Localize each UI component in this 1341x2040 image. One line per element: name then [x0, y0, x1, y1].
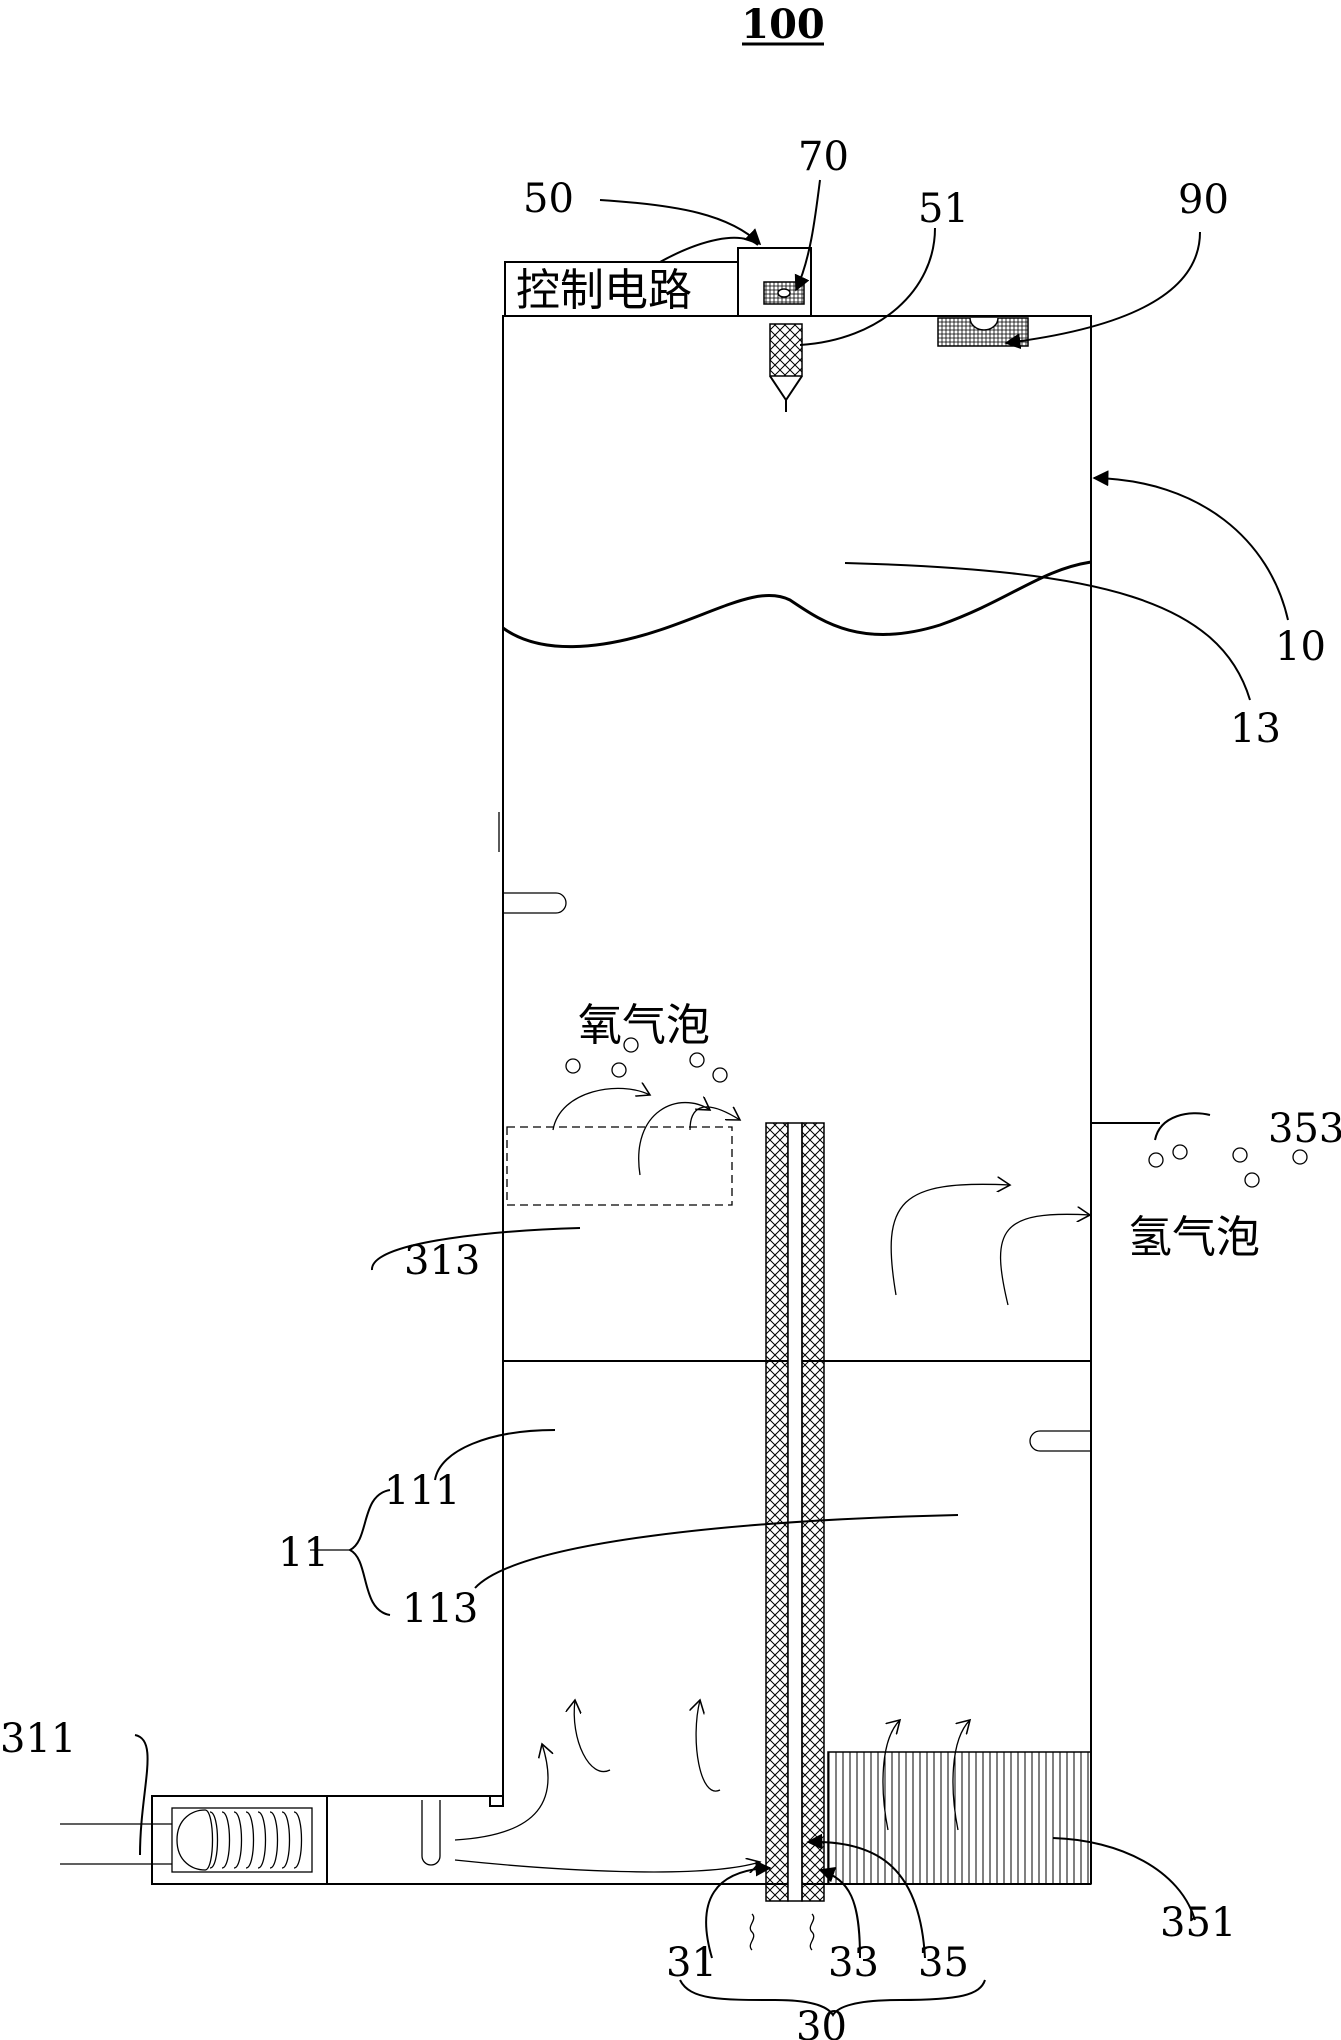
lead-wire-right: [809, 1913, 815, 1951]
element-90-notch: [969, 317, 999, 331]
inlet-probe: [421, 1800, 441, 1866]
label-31: 31: [666, 1940, 717, 1986]
region-313: [506, 1126, 733, 1206]
valve-spring: [209, 1811, 303, 1869]
valve-housing: [737, 247, 812, 317]
electrode-35: [801, 1122, 825, 1902]
electrode-31: [765, 1122, 789, 1902]
label-13: 13: [1230, 706, 1281, 752]
valve-ball: [176, 1809, 214, 1871]
label-35: 35: [918, 1940, 969, 1986]
label-311: 311: [0, 1716, 76, 1762]
block-351: [827, 1751, 1092, 1885]
label-111: 111: [384, 1468, 460, 1514]
lead-wire-left: [749, 1913, 755, 1951]
water-surface: [502, 560, 1092, 649]
membrane-33: [787, 1122, 803, 1902]
label-11: 11: [278, 1530, 329, 1576]
hydrogen-bubbles: [1148, 1144, 1308, 1188]
label-351: 351: [1160, 1900, 1236, 1946]
label-10: 10: [1275, 624, 1326, 670]
label-70: 70: [798, 134, 849, 180]
label-313: 313: [404, 1238, 480, 1284]
label-90: 90: [1178, 177, 1229, 223]
oxygen-bubbles: [565, 1037, 728, 1083]
inlet-valve-inner: [171, 1807, 313, 1873]
label-33: 33: [828, 1940, 879, 1986]
label-353: 353: [1268, 1106, 1341, 1152]
oxygen-bubbles-label: 氧气泡: [578, 1000, 710, 1051]
label-50: 50: [523, 176, 574, 222]
label-30: 30: [796, 2004, 847, 2040]
left-sensor-probe: [503, 892, 567, 914]
inlet-junction: [489, 1796, 504, 1807]
figure-number: 100: [741, 1, 825, 48]
flow-arrows: [454, 1088, 1090, 1872]
screw-element-51: [769, 323, 803, 377]
leader-lines: [134, 179, 1289, 2017]
label-51: 51: [918, 186, 969, 232]
valve-hole: [777, 288, 791, 298]
right-sensor-probe: [1029, 1430, 1091, 1452]
control-circuit-label: 控制电路: [516, 265, 692, 316]
screw-tip: [769, 375, 803, 402]
hydrogen-bubbles-label: 氢气泡: [1128, 1212, 1260, 1263]
inlet-valve-housing: [151, 1795, 328, 1885]
label-113: 113: [402, 1586, 478, 1632]
